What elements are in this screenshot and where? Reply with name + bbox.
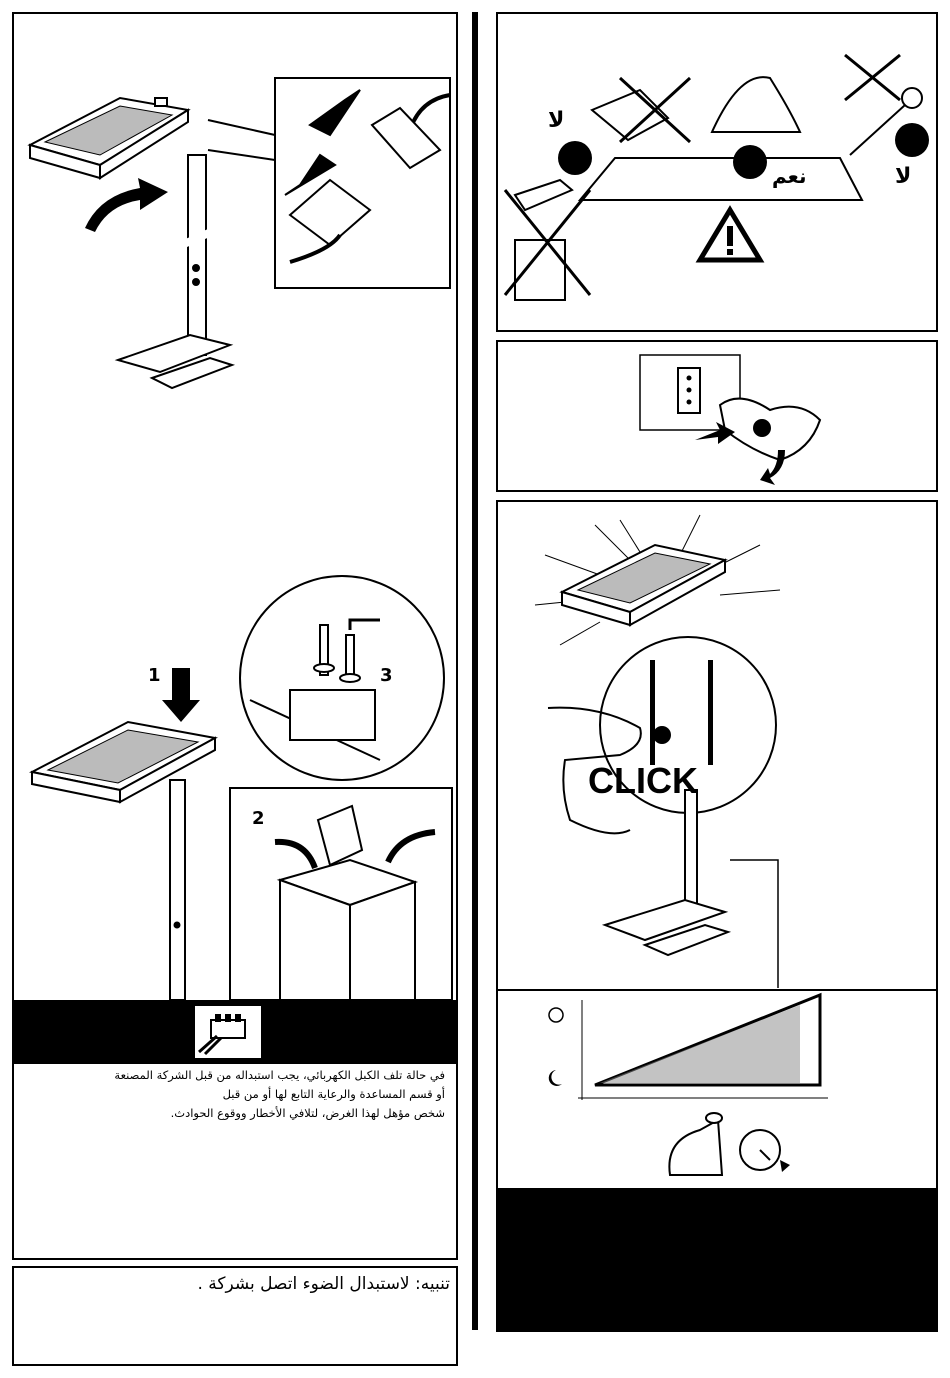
warning-line: في حالة تلف الكبل الكهربائي، يجب استبدال…: [50, 1066, 445, 1085]
click-label: CLICK: [588, 760, 698, 802]
right-black-band: [496, 1188, 938, 1332]
step-3-label: 3: [380, 665, 393, 686]
no-label-left: لا: [548, 108, 564, 133]
yes-label: نعم: [772, 164, 806, 188]
column-divider: [472, 12, 478, 1330]
no-label-right: لا: [895, 164, 911, 189]
step-2-label: 2: [252, 808, 265, 829]
warning-line: شخص مؤهل لهذا الغرض، لتلافي الأخطار ووقو…: [50, 1104, 445, 1123]
cable-warning-text: في حالة تلف الكبل الكهربائي، يجب استبدال…: [50, 1066, 445, 1123]
warning-line: أو قسم المساعدة والرعاية التابع لها أو م…: [50, 1085, 445, 1104]
step-1-label: 1: [148, 665, 161, 686]
cleaning-panel: [496, 12, 938, 332]
bulb-notice-text: تنبيه: لاستبدال الضوء اتصل بشركة .: [60, 1274, 450, 1294]
unplug-panel: [496, 340, 938, 492]
connector-icon: [195, 1006, 261, 1058]
switch-panel: [496, 500, 938, 1190]
